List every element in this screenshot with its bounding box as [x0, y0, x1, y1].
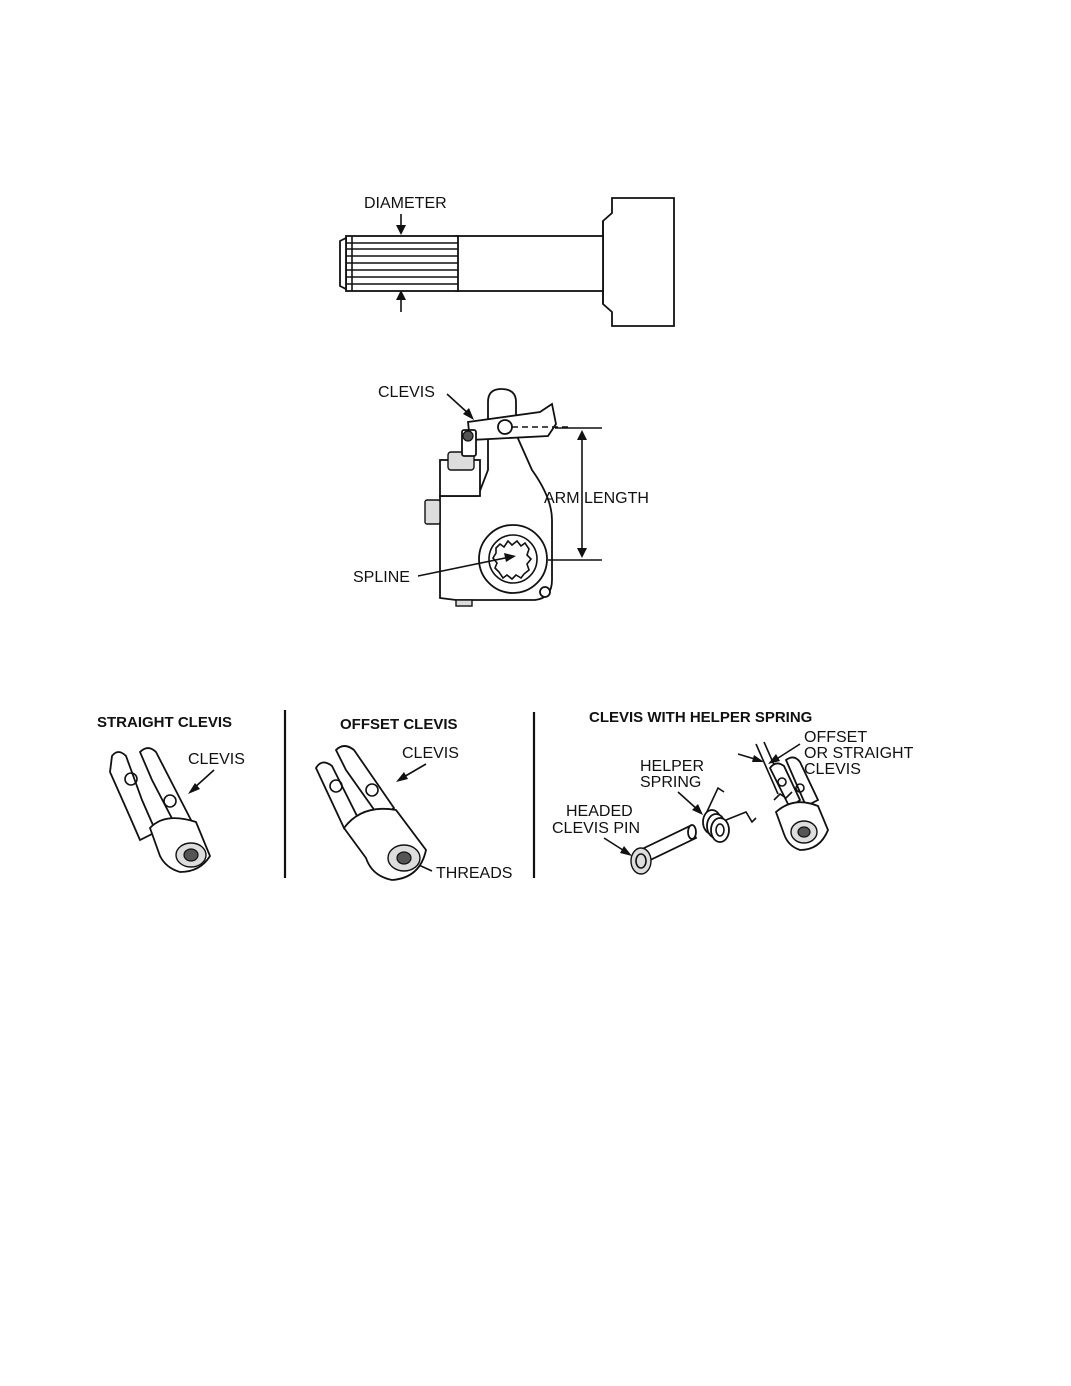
spline-end	[339, 235, 459, 292]
straight-clevis-label: CLEVIS	[188, 751, 245, 768]
cam-head	[602, 197, 675, 327]
offset-straight-label-line2: OR STRAIGHT	[804, 745, 914, 762]
arm-length-label: ARM LENGTH	[544, 490, 649, 507]
helper-spring-label-line2: SPRING	[640, 774, 701, 791]
spline-label: SPLINE	[353, 569, 410, 586]
cam-shaft	[455, 235, 604, 292]
offset-clevis-drawing	[314, 745, 427, 881]
helper-spring-panel: CLEVIS WITH HELPER SPRING OFFSET OR STRA…	[552, 709, 914, 875]
headed-clevis-pin-drawing	[630, 824, 698, 875]
helper-spring-arrow	[677, 791, 703, 815]
clevis-yoke	[461, 402, 570, 457]
offset-straight-arrow	[737, 743, 801, 764]
threads-label: THREADS	[436, 865, 512, 882]
clevis-types-figure: STRAIGHT CLEVIS CLEVIS OFFSET CLEVIS CLE…	[97, 709, 914, 882]
straight-clevis-arrow	[188, 769, 215, 794]
camshaft-figure: DIAMETER	[339, 195, 675, 327]
clevis-label: CLEVIS	[378, 384, 435, 401]
headed-pin-label-line1: HEADED	[566, 803, 633, 820]
diameter-arrow-top	[396, 214, 406, 235]
clevis-leader-arrow	[446, 393, 474, 420]
straight-clevis-title: STRAIGHT CLEVIS	[97, 714, 232, 731]
helper-spring-label-line1: HELPER	[640, 758, 704, 775]
diameter-arrow-bottom	[396, 290, 406, 312]
adjusting-nut	[424, 499, 441, 525]
helper-clevis-title: CLEVIS WITH HELPER SPRING	[589, 709, 812, 726]
offset-clevis-title: OFFSET CLEVIS	[340, 716, 458, 733]
offset-clevis-panel: OFFSET CLEVIS CLEVIS THREADS	[314, 716, 512, 882]
helper-spring-drawing	[702, 786, 757, 843]
grease-fitting	[539, 586, 551, 598]
offset-straight-label-line3: CLEVIS	[804, 761, 861, 778]
arm-length-dimension	[548, 427, 602, 561]
offset-clevis-arrow	[396, 763, 427, 782]
spline-hub	[478, 524, 548, 594]
bottom-bolt	[455, 599, 473, 607]
slack-adjuster-figure: CLEVIS	[353, 384, 649, 607]
offset-straight-label-line1: OFFSET	[804, 729, 867, 746]
spline-leader-arrow	[417, 553, 516, 577]
spring-clevis-drawing	[755, 741, 829, 851]
straight-clevis-panel: STRAIGHT CLEVIS CLEVIS	[97, 714, 245, 873]
straight-clevis-drawing	[109, 747, 212, 873]
diameter-label: DIAMETER	[364, 195, 447, 212]
headed-pin-arrow	[603, 837, 632, 856]
headed-pin-label-line2: CLEVIS PIN	[552, 820, 640, 837]
offset-clevis-label: CLEVIS	[402, 745, 459, 762]
